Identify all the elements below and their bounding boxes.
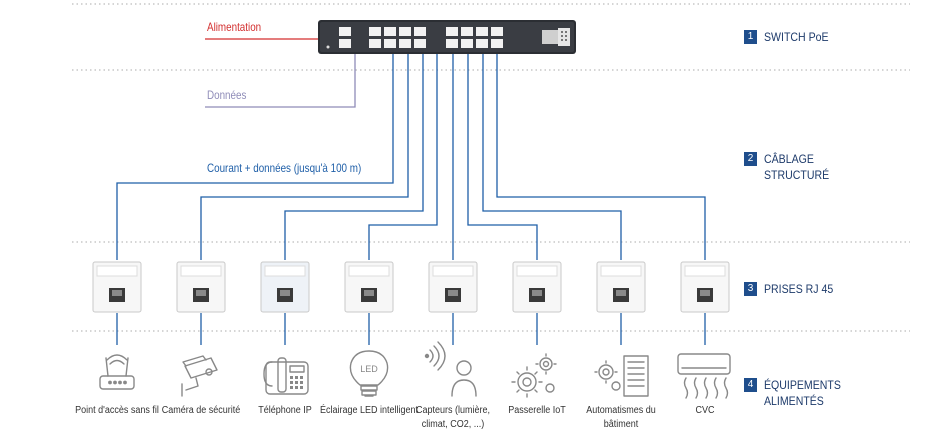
- rj45-socket: [680, 261, 730, 313]
- legend-text-4: ÉQUIPEMENTS ALIMENTÉS: [764, 378, 841, 408]
- switch-port: [384, 39, 396, 48]
- switch-port: [446, 39, 458, 48]
- switch-port: [369, 39, 381, 48]
- caption-security-camera: Caméra de sécurité: [161, 405, 241, 416]
- rj45-socket: [428, 261, 478, 313]
- switch-port: [339, 27, 351, 36]
- socket-stubs: [116, 313, 706, 345]
- caption-iot-gateway: Passerelle IoT: [508, 405, 566, 416]
- building-automation-icon: [594, 355, 649, 397]
- data-line: [205, 50, 356, 108]
- poe-switch: [318, 20, 576, 54]
- legend-text-1: SWITCH PoE: [764, 30, 829, 44]
- poe-label: Courant + données (jusqu'à 100 m): [207, 161, 362, 175]
- poe-cables: [116, 52, 706, 260]
- switch-port: [339, 39, 351, 48]
- legend-num-4: 4: [744, 378, 757, 392]
- switch-port: [446, 27, 458, 36]
- gears-icon: [511, 353, 557, 398]
- switch-port: [476, 39, 488, 48]
- legend-text-3: PRISES RJ 45: [764, 282, 834, 296]
- caption-ip-phone: Téléphone IP: [258, 405, 312, 416]
- caption-hvac: CVC: [695, 405, 715, 416]
- rj45-socket: [176, 261, 226, 313]
- switch-port: [399, 27, 411, 36]
- rj45-socket: [260, 261, 310, 313]
- caption-access-point: Point d'accès sans fil: [75, 405, 159, 416]
- caption-led-lighting: Éclairage LED intelligent: [319, 405, 419, 416]
- switch-port: [414, 39, 426, 48]
- air-conditioner-icon: [677, 353, 731, 399]
- rj45-socket: [596, 261, 646, 313]
- led-text: LED: [360, 364, 378, 374]
- rj45-socket: [344, 261, 394, 313]
- rj45-socket: [512, 261, 562, 313]
- power-label: Alimentation: [207, 20, 262, 34]
- caption-building-automation: Automatismes du bâtiment: [586, 405, 656, 430]
- switch-port: [491, 27, 503, 36]
- legend-num-2: 2: [744, 152, 757, 166]
- sensor-person-icon: [424, 341, 477, 397]
- switch-port: [414, 27, 426, 36]
- ip-phone-icon: [263, 357, 309, 395]
- legend-num-3: 3: [744, 282, 757, 296]
- caption-sensors: Capteurs (lumière, climat, CO2, ...): [415, 405, 491, 430]
- legend-num-1: 1: [744, 30, 757, 44]
- switch-port: [399, 39, 411, 48]
- rj45-sockets: [92, 261, 730, 313]
- wifi-router-icon: [99, 354, 135, 390]
- data-label: Données: [207, 88, 247, 102]
- switch-port: [461, 27, 473, 36]
- rj45-socket: [92, 261, 142, 313]
- switch-port: [384, 27, 396, 36]
- switch-port: [491, 39, 503, 48]
- dotted-separators: [72, 3, 910, 332]
- led-bulb-icon: [349, 350, 389, 397]
- security-camera-icon: [181, 355, 218, 397]
- switch-port: [461, 39, 473, 48]
- legend-text-2: CÂBLAGE STRUCTURÉ: [764, 152, 830, 182]
- switch-port: [476, 27, 488, 36]
- switch-port: [369, 27, 381, 36]
